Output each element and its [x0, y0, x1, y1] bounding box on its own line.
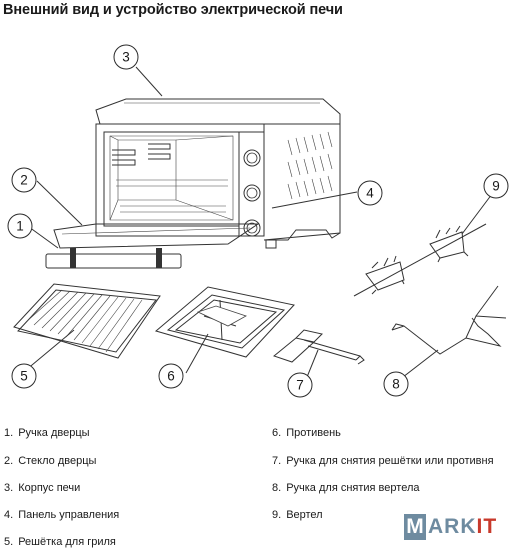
legend-item-label: Вертел	[286, 509, 323, 521]
callout-1-label: 1	[16, 219, 24, 234]
legend-item-label: Панель управления	[18, 509, 120, 521]
legend-item-number: 3.	[4, 482, 14, 494]
legend-item-label: Корпус печи	[18, 482, 81, 494]
legend-item-number: 2.	[4, 455, 14, 467]
callout-8-label: 8	[392, 377, 400, 392]
legend-item: 2. Стекло дверцы	[4, 455, 96, 467]
legend-item-label: Ручка для снятия вертела	[286, 482, 420, 494]
legend-item: 7. Ручка для снятия решётки или противня	[272, 455, 494, 467]
legend-item-number: 5.	[4, 536, 14, 548]
legend-item: 5. Решётка для гриля	[4, 536, 116, 548]
legend-item: 1. Ручка дверцы	[4, 427, 90, 439]
callout-2: 2	[11, 167, 37, 193]
callout-7: 7	[287, 372, 313, 398]
callout-6: 6	[158, 363, 184, 389]
legend-item-number: 1.	[4, 427, 14, 439]
page-title: Внешний вид и устройство электрической п…	[3, 2, 343, 18]
callout-4: 4	[357, 180, 383, 206]
callout-3-label: 3	[122, 50, 130, 65]
callout-9-label: 9	[492, 179, 500, 194]
markit-watermark: M ARKIT	[404, 514, 508, 542]
callout-4-label: 4	[366, 186, 374, 201]
callout-1: 1	[7, 213, 33, 239]
legend-item: 3. Корпус печи	[4, 482, 80, 494]
oven-diagram: 3 2 1 4 9 5 6 7 8	[7, 44, 509, 398]
watermark-text: ARKIT	[428, 514, 497, 540]
door-handle	[45, 248, 182, 269]
callout-5: 5	[11, 363, 37, 389]
oven-body	[95, 98, 341, 249]
callout-9: 9	[483, 173, 509, 199]
callout-5-label: 5	[20, 369, 28, 384]
rack-lifting-handle	[272, 329, 365, 365]
legend-item-number: 7.	[272, 455, 282, 467]
legend-item: 6. Противень	[272, 427, 341, 439]
legend-item-label: Решётка для гриля	[18, 536, 116, 548]
baking-tray	[154, 286, 295, 358]
callout-8: 8	[383, 371, 409, 397]
grill-rack	[13, 283, 161, 359]
legend-item: 8. Ручка для снятия вертела	[272, 482, 419, 494]
legend-item-label: Ручка для снятия решётки или противня	[286, 455, 494, 467]
callout-2-label: 2	[20, 173, 28, 188]
legend-item: 9. Вертел	[272, 509, 323, 521]
rotisserie-spit	[353, 223, 487, 297]
legend-item-label: Противень	[286, 427, 341, 439]
legend-item: 4. Панель управления	[4, 509, 119, 521]
watermark-rest: ARK	[428, 515, 477, 538]
legend-item-label: Стекло дверцы	[18, 455, 97, 467]
spit-handle	[391, 285, 507, 355]
watermark-box-letter: M	[404, 514, 426, 540]
oven-door	[53, 223, 260, 249]
callout-7-label: 7	[296, 378, 304, 393]
legend-item-number: 8.	[272, 482, 282, 494]
legend-item-label: Ручка дверцы	[18, 427, 90, 439]
legend-item-number: 4.	[4, 509, 14, 521]
leader-lines	[25, 66, 496, 385]
callout-6-label: 6	[167, 369, 175, 384]
legend-item-number: 6.	[272, 427, 282, 439]
watermark-accent: IT	[476, 515, 498, 538]
callout-3: 3	[113, 44, 139, 70]
legend-item-number: 9.	[272, 509, 282, 521]
